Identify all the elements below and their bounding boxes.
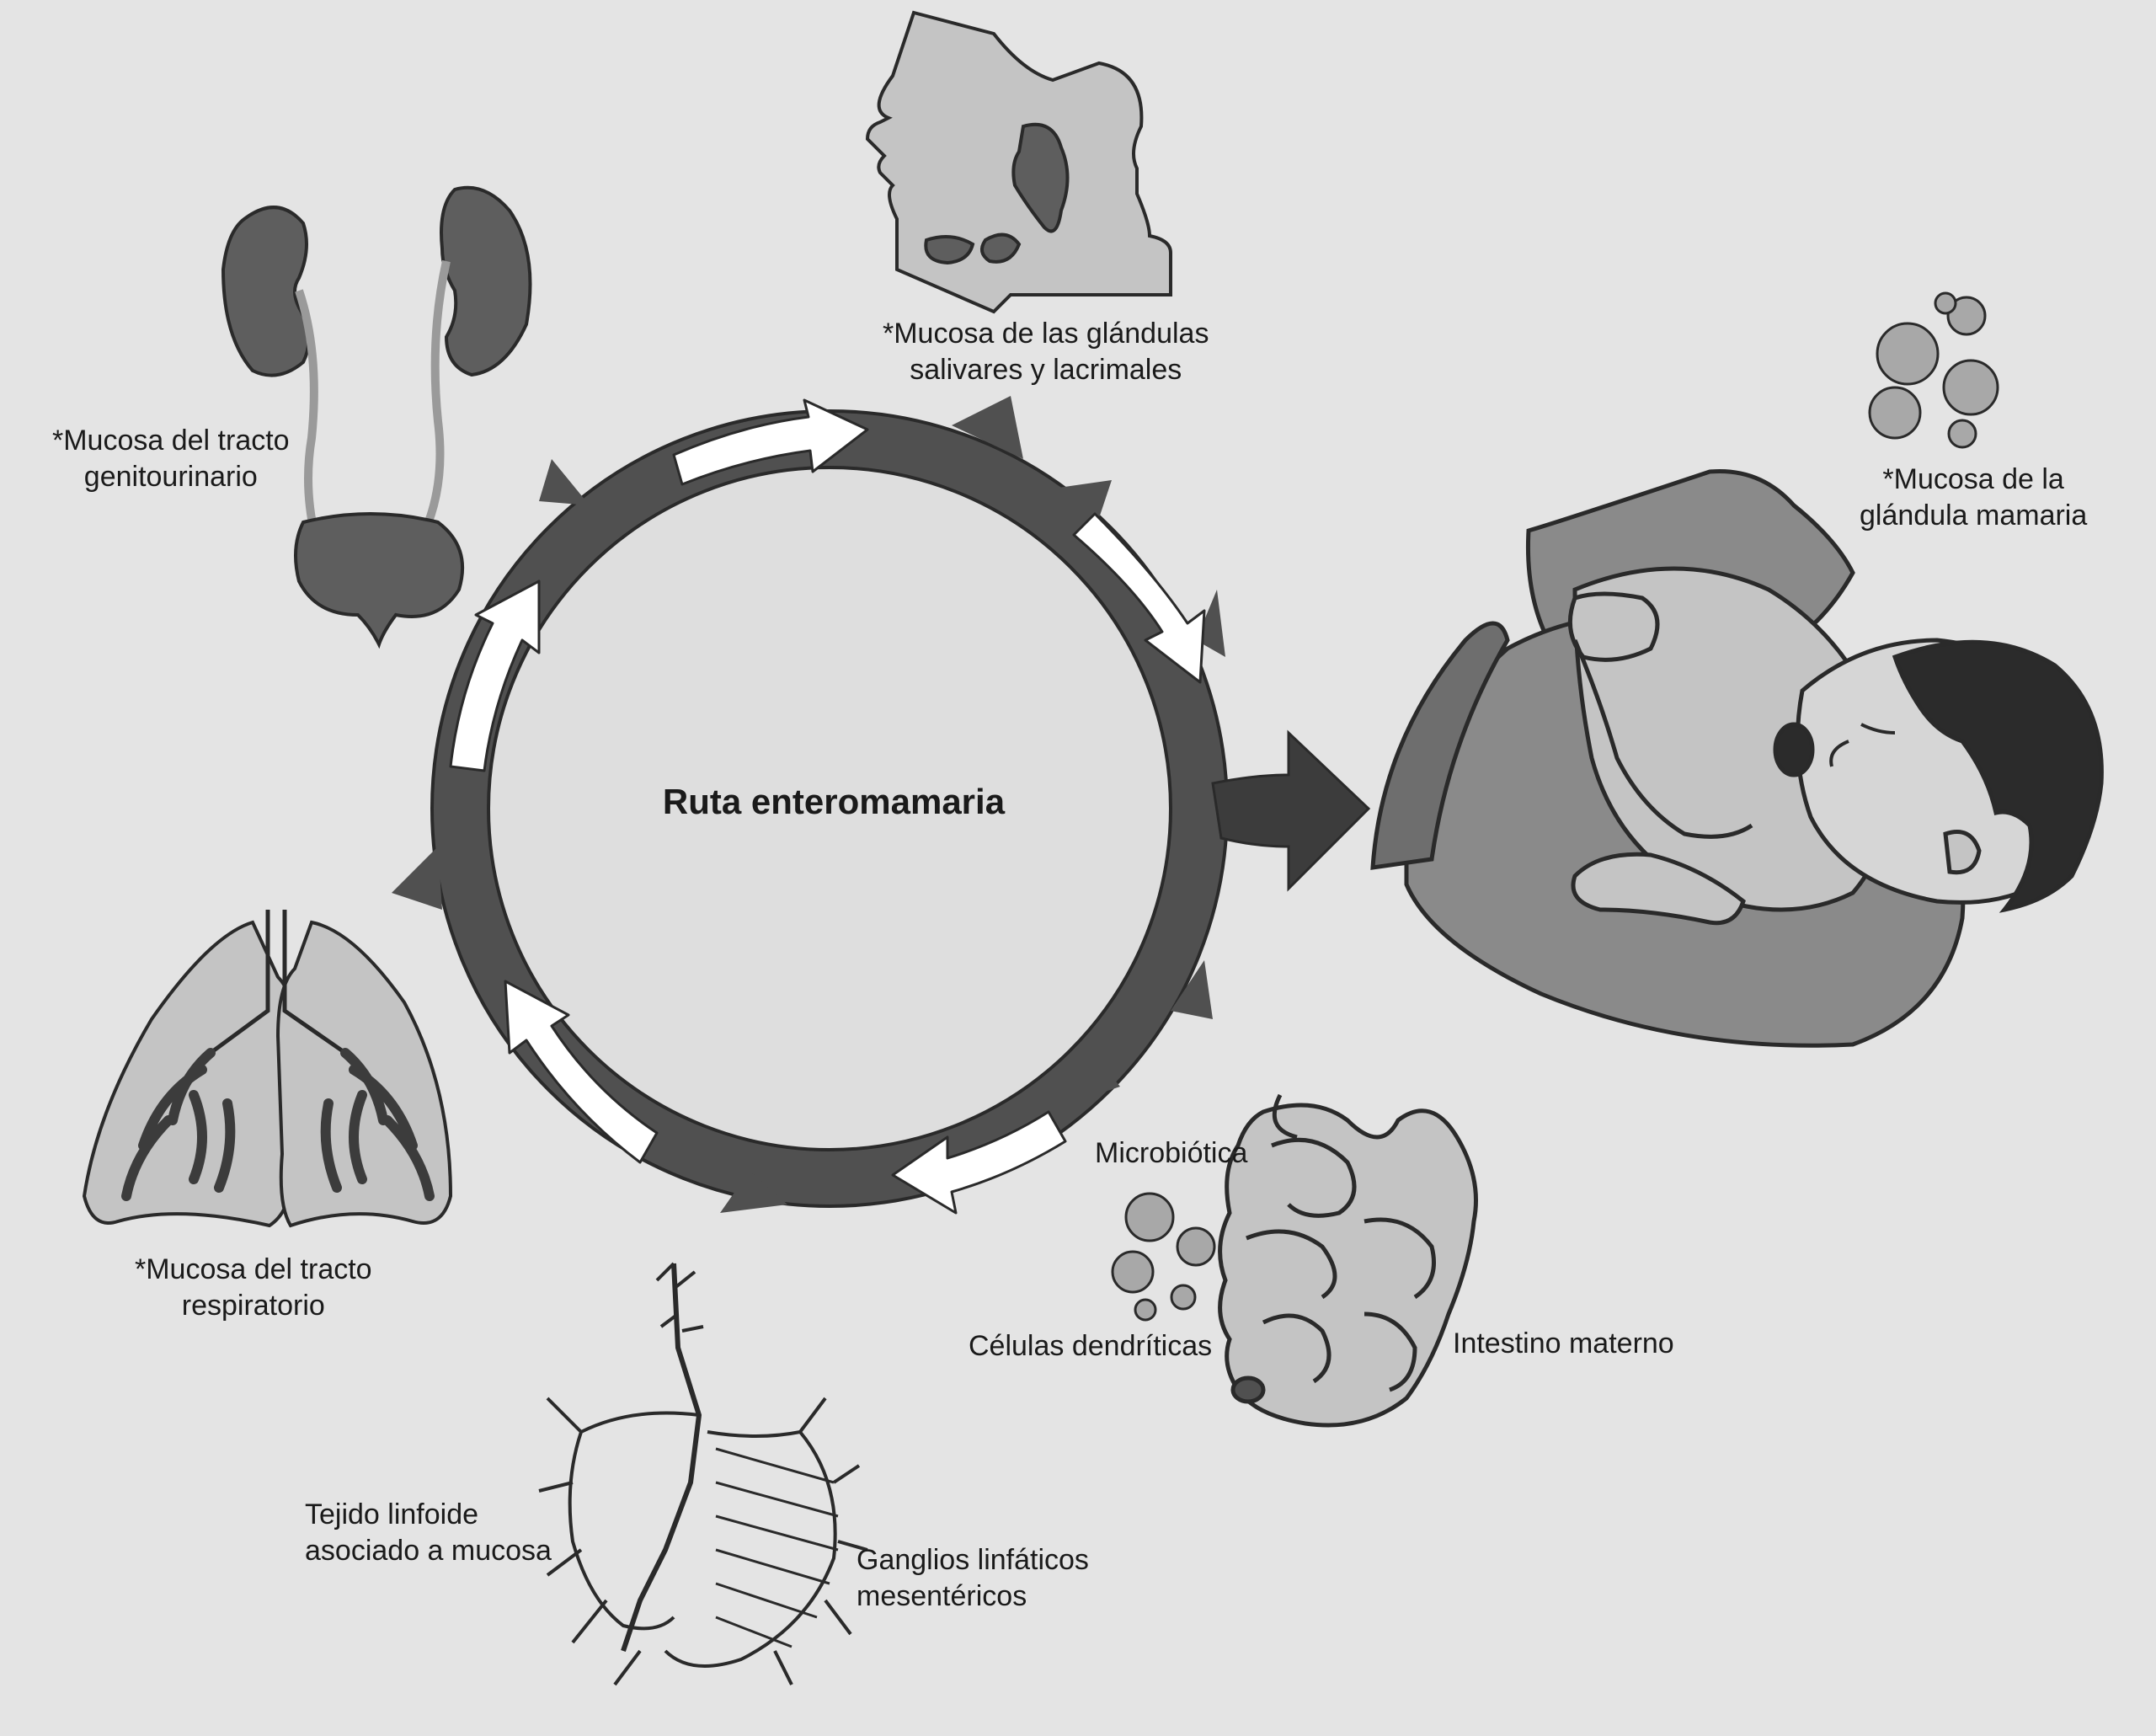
lungs-illustration [82,910,453,1228]
ring-spike [1070,1044,1120,1103]
head-salivary-illustration [865,10,1172,314]
kidneys-bladder-illustration [221,185,532,649]
label-respiratory: *Mucosa del tracto respiratorio [135,1253,372,1322]
circulation-arrow [1072,512,1206,684]
microbes-upper-right [1868,291,1999,449]
label-malt: Tejido linfoide asociado a mucosa [305,1498,552,1567]
circulation-arrow [891,1110,1067,1215]
label-genitourinary: *Mucosa del tracto genitourinario [52,425,290,493]
label-microbiota: Microbiótica [1095,1137,1248,1169]
microbes-lower [1111,1192,1216,1322]
label-salivary: *Mucosa de las glándulas salivares y lac… [883,318,1209,386]
label-lymph-nodes: Ganglios linfáticos mesentéricos [857,1544,1089,1612]
ring-spike [392,847,442,910]
circulation-arrow [504,980,659,1164]
center-circle [487,466,1172,1151]
baby-hair [1892,639,2104,913]
ring-spike [720,1171,787,1213]
label-mammary: *Mucosa de la glándula mamaria [1860,463,2088,531]
ring-spike [952,396,1023,459]
label-dendritic-cells: Células dendríticas [969,1330,1213,1362]
ring-spike [1171,960,1213,1019]
circulation-arrow [672,398,869,486]
lymphatic-illustration [538,1262,868,1686]
cycle-ring [392,396,1371,1215]
exit-arrow [1211,729,1371,892]
center-title: Ruta enteromamaria [662,782,1006,821]
intestine-illustration [1218,1093,1478,1428]
ring-spike [539,459,590,505]
mother-baby-illustration [1370,469,2104,1048]
label-maternal-intestine: Intestino materno [1453,1327,1674,1359]
circulation-arrow [449,580,541,772]
